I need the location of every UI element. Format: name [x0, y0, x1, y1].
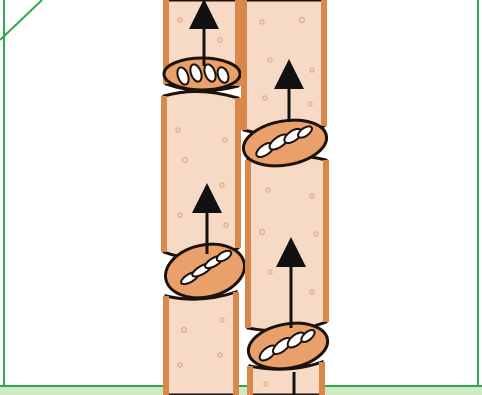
frame-corner-cut: [0, 0, 42, 40]
frame-bottom-band: [0, 386, 482, 395]
right-sieve-tube: [240, 0, 331, 395]
sieve-plate: [164, 58, 240, 90]
right-tube-segment-middle: [248, 155, 326, 331]
left-tube-segment-bottom: [166, 292, 236, 395]
left-tube-segment-middle: [164, 91, 238, 258]
right-tube-segment-top: [244, 0, 324, 134]
left-sieve-tube: [160, 0, 249, 395]
